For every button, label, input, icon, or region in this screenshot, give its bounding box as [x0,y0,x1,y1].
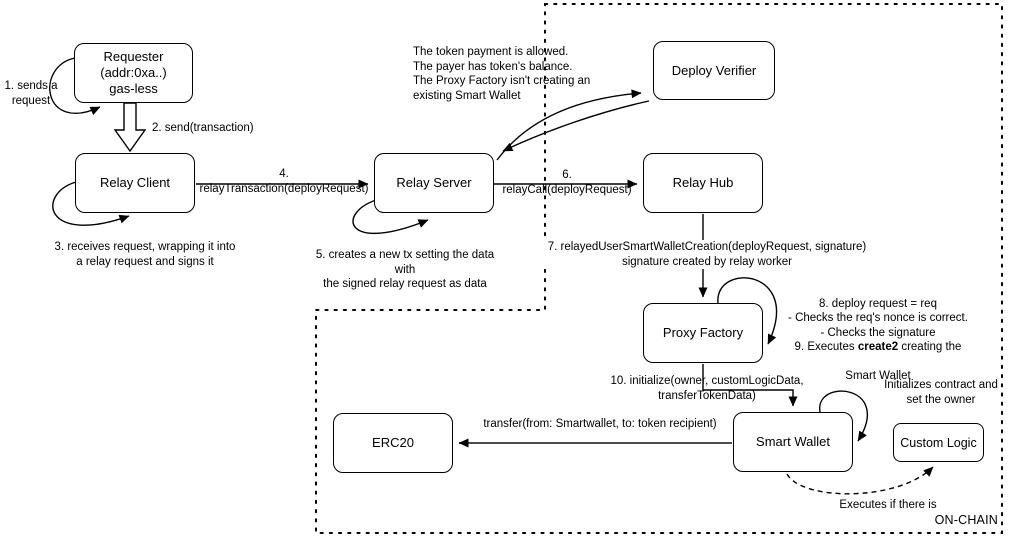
arrow-smart-wallet-self-loop [819,390,868,442]
node-requester-label: Requester (addr:0xa..) gas-less [100,49,167,96]
arrow-to-deploy-verifier [496,89,642,161]
arrows [49,57,934,495]
label-step9-post: creating the [898,341,962,353]
arrow-from-deploy-verifier [502,100,650,152]
node-requester: Requester (addr:0xa..) gas-less [74,43,193,103]
label-step9-tail: Smart Wallet [845,370,911,382]
node-proxy-factory: Proxy Factory [643,303,763,363]
label-step9-create2: create2 [857,341,899,353]
node-custom-logic: Custom Logic [893,423,984,462]
label-step2: 2. send(transaction) [152,122,254,134]
node-relay-client-label: Relay Client [99,175,171,190]
arrow-step10 [702,364,798,407]
label-step8-9: 8. deploy request = req - Checks the req… [753,282,1003,398]
node-deploy-verifier-label: Deploy Verifier [671,62,757,78]
arrow-step5-self-loop [352,199,429,235]
node-smart-wallet: Smart Wallet [733,412,853,472]
label-verifier-note: The token payment is allowed. The payer … [413,46,591,102]
node-relay-hub-label: Relay Hub [672,175,734,190]
label-step3: 3. receives request, wrapping it into a … [54,241,236,268]
label-step4: 4. relayTransaction(deployRequest) [199,168,369,195]
node-custom-logic-label: Custom Logic [900,435,977,450]
arrow-step1-self-loop [49,57,101,116]
node-relay-client: Relay Client [75,153,195,213]
label-executes-note: Executes if there is [839,499,937,511]
arrow-step3-self-loop [52,181,130,226]
node-smart-wallet-label: Smart Wallet [756,434,830,449]
arrow-step8-self-loop [717,277,777,345]
arrow-step2-block [113,102,147,153]
label-init-note: Initializes contract and set the owner [884,379,998,406]
label-step1: 1. sends a request [4,80,58,107]
label-step9-line: 9. Executes create2 creating the [753,340,1003,355]
node-relay-server: Relay Server [374,153,494,213]
node-erc20: ERC20 [333,413,453,473]
label-step10: 10. initialize(owner, customLogicData, t… [610,375,804,402]
onchain-region-label: ON-CHAIN [934,513,998,527]
node-proxy-factory-label: Proxy Factory [662,325,744,340]
label-step8-lines: 8. deploy request = req - Checks the req… [788,297,968,339]
label-step9-pre: 9. Executes [794,341,858,353]
arrow-executes-dashed [786,466,934,495]
node-erc20-label: ERC20 [372,435,414,450]
node-relay-server-label: Relay Server [396,175,472,190]
label-transfer: transfer(from: Smartwallet, to: token re… [483,418,717,430]
node-relay-hub: Relay Hub [643,153,763,213]
node-deploy-verifier: Deploy Verifier [653,41,775,100]
label-step6: 6. relayCall(deployRequest) [502,169,632,196]
label-step7: 7. relayedUserSmartWalletCreation(deploy… [502,240,912,269]
label-step5: 5. creates a new tx setting the data wit… [315,249,495,290]
